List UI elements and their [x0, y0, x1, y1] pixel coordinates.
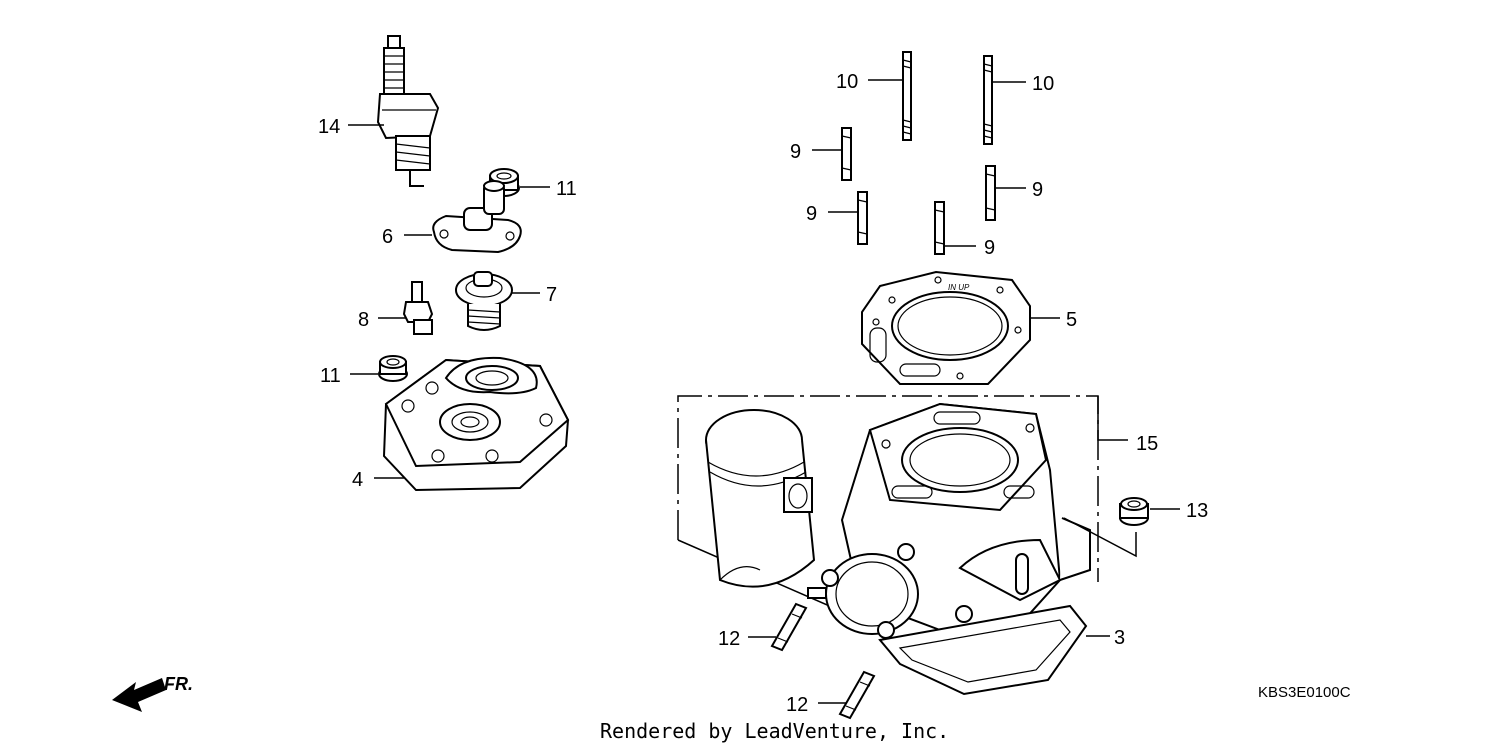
callout-9-d: 9: [1032, 179, 1043, 201]
stud-short-2[interactable]: [857, 191, 868, 245]
callout-10-left: 10: [836, 71, 858, 93]
callout-9-c: 9: [984, 237, 995, 259]
callout-8: 8: [358, 309, 369, 331]
callout-5: 5: [1066, 309, 1077, 331]
nut-13[interactable]: [1119, 497, 1149, 526]
callout-7: 7: [546, 284, 557, 306]
diagram-code: KBS3E0100C: [1258, 684, 1351, 701]
cylinder[interactable]: [807, 402, 1091, 639]
stud-12-upper[interactable]: [770, 602, 808, 652]
callout-10-right: 10: [1032, 73, 1054, 95]
thermostat-cover[interactable]: [432, 180, 522, 254]
callout-12-upper: 12: [718, 628, 740, 650]
temperature-sensor[interactable]: [402, 281, 434, 335]
callout-12-lower: 12: [786, 694, 808, 716]
callout-9-b: 9: [806, 203, 817, 225]
cylinder-head[interactable]: [382, 356, 570, 492]
credit-text: Rendered by LeadVenture, Inc.: [600, 719, 949, 743]
nut-lower[interactable]: [378, 355, 408, 382]
thermostat[interactable]: [455, 271, 513, 331]
gasket-marking: IN UP: [948, 283, 970, 292]
stud-long-right[interactable]: [983, 55, 993, 145]
callout-11-lower: 11: [320, 365, 341, 387]
stud-long-left[interactable]: [902, 51, 912, 141]
callout-11-upper: 11: [556, 178, 577, 200]
spark-plug[interactable]: [376, 35, 440, 187]
callout-14: 14: [318, 116, 340, 138]
base-gasket[interactable]: [878, 604, 1088, 696]
stud-short-4[interactable]: [985, 165, 996, 221]
callout-3: 3: [1114, 627, 1125, 649]
stud-short-1[interactable]: [841, 127, 852, 181]
callout-9-a: 9: [790, 141, 801, 163]
piston[interactable]: [705, 409, 816, 588]
callout-13: 13: [1186, 500, 1208, 522]
head-gasket[interactable]: IN UP: [861, 270, 1031, 385]
callout-15: 15: [1136, 433, 1158, 455]
front-direction-label: FR.: [164, 674, 193, 694]
stud-short-3[interactable]: [934, 201, 945, 255]
callout-6: 6: [382, 226, 393, 248]
callout-4: 4: [352, 469, 363, 491]
stud-12-lower[interactable]: [838, 670, 876, 720]
front-direction-arrow: FR.: [112, 674, 193, 712]
